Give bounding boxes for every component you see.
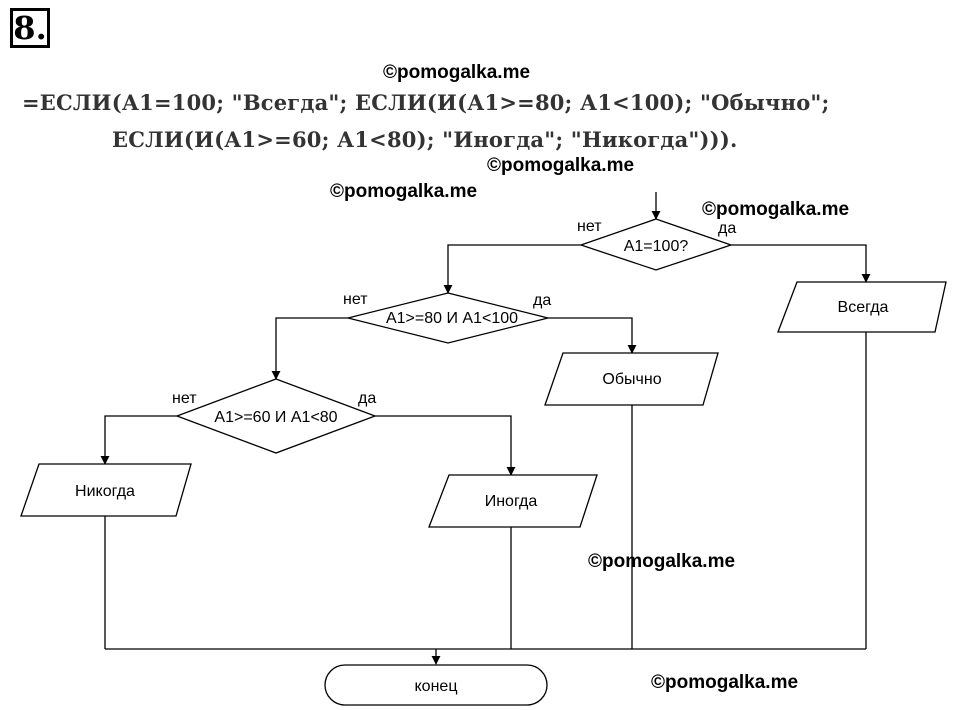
- output-inogda: [428, 474, 598, 528]
- end-terminator-label: конец: [415, 678, 458, 695]
- decision-a1-eq-100-label: A1=100?: [624, 238, 689, 255]
- watermark: ©pomogalka.me: [487, 155, 635, 176]
- watermark: ©pomogalka.me: [651, 672, 799, 693]
- yes-label: да: [358, 390, 376, 407]
- no-label: нет: [577, 218, 602, 235]
- output-obychno-label: Обычно: [602, 371, 661, 388]
- output-nikogda-label: Никогда: [75, 483, 135, 500]
- yes-label: да: [533, 292, 551, 309]
- watermark: ©pomogalka.me: [588, 551, 736, 572]
- decision-60-80-label: A1>=60 И A1<80: [214, 409, 337, 426]
- connector-lines: [100, 192, 871, 665]
- no-label: нет: [343, 291, 368, 308]
- formula-line-2: ЕСЛИ(И(А1>=60; А1<80); "Иногда"; "Никогд…: [112, 127, 738, 152]
- decision-a1-eq-100: [578, 218, 734, 271]
- watermark: ©pomogalka.me: [330, 181, 478, 202]
- yes-label: да: [718, 220, 736, 237]
- task-number: 8.: [10, 8, 50, 48]
- watermark: ©pomogalka.me: [702, 199, 850, 220]
- decision-60-80: [175, 378, 377, 454]
- output-inogda-label: Иногда: [485, 493, 538, 510]
- end-terminator: [324, 664, 548, 706]
- output-vsegda: [777, 281, 947, 333]
- watermark: ©pomogalka.me: [383, 62, 531, 83]
- output-nikogda: [20, 463, 192, 517]
- output-vsegda-label: Всегда: [838, 299, 889, 316]
- no-label: нет: [172, 390, 197, 407]
- output-obychno: [544, 352, 719, 406]
- decision-80-100: [347, 292, 549, 344]
- formula-line-1: =ЕСЛИ(А1=100; "Всегда"; ЕСЛИ(И(А1>=80; А…: [22, 90, 830, 115]
- decision-80-100-label: A1>=80 И A1<100: [386, 310, 518, 327]
